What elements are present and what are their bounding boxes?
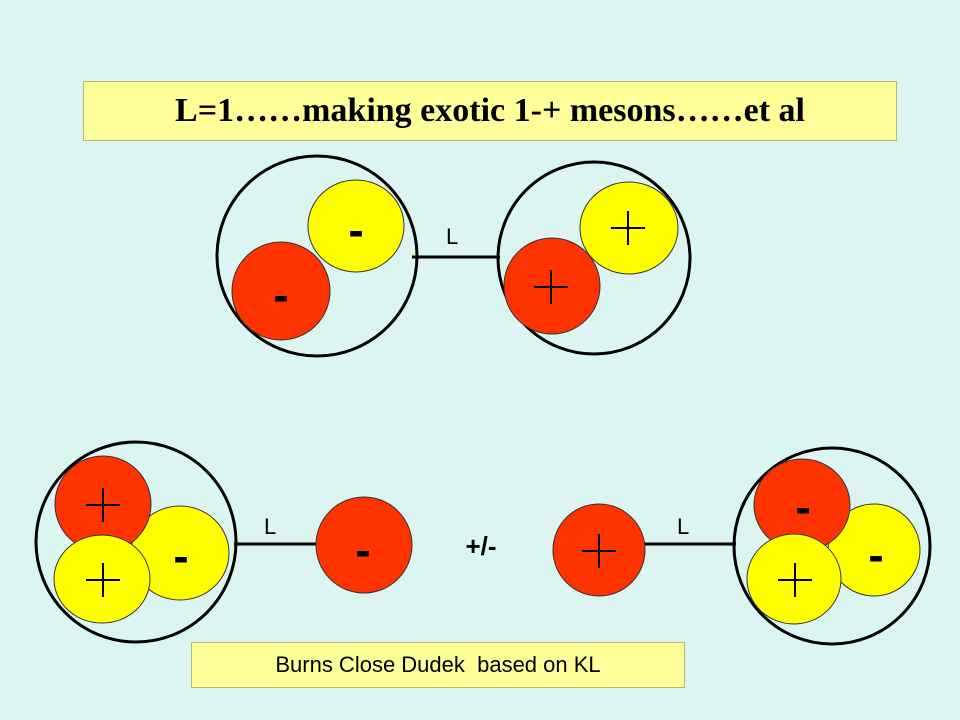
top-right-container-circle <box>496 160 692 356</box>
bottom-right-yellow-plus-icon <box>778 563 812 597</box>
slide-title: L=1……making exotic 1-+ mesons……et al <box>175 92 805 129</box>
bottom-left-single-red-quark <box>315 496 413 594</box>
top-right-meson <box>496 160 692 356</box>
combination-label: +/- <box>465 531 496 561</box>
top-right-yellow-plus-icon <box>611 211 645 245</box>
title-box: L=1……making exotic 1-+ mesons……et al <box>83 81 897 141</box>
bottom-left-yellow-plus-icon <box>86 563 120 597</box>
bottom-left-single-quark: - <box>315 496 413 594</box>
bottom-right-red-sign: - <box>795 481 810 533</box>
bottom-left-link-label: L <box>264 514 276 539</box>
top-left-red-sign: - <box>273 269 288 321</box>
bottom-left-tetraquark: - <box>34 440 238 644</box>
credit-box: Burns Close Dudek based on KL <box>191 642 685 688</box>
bottom-right-yellow-right-sign: - <box>868 529 883 581</box>
bottom-right-single-plus-icon <box>582 534 616 568</box>
credit-text: Burns Close Dudek based on KL <box>275 652 601 677</box>
top-right-red-plus-icon <box>534 270 568 304</box>
bottom-left-yellow-right-sign: - <box>173 530 188 582</box>
top-left-yellow-sign: - <box>348 204 363 256</box>
top-left-yellow-quark <box>307 179 405 273</box>
bottom-left-single-sign: - <box>355 524 370 576</box>
bottom-right-container-circle <box>732 446 932 646</box>
bottom-right-single-quark <box>552 503 646 597</box>
top-left-container-circle <box>215 154 419 358</box>
top-link-label: L <box>446 224 458 249</box>
bottom-left-red-plus-icon <box>86 488 120 522</box>
bottom-right-tetraquark: - - <box>732 446 932 646</box>
bottom-right-link-label: L <box>677 514 689 539</box>
top-left-red-quark <box>231 241 331 341</box>
bottom-left-container-circle <box>34 440 238 644</box>
top-left-meson: - - <box>215 154 419 358</box>
